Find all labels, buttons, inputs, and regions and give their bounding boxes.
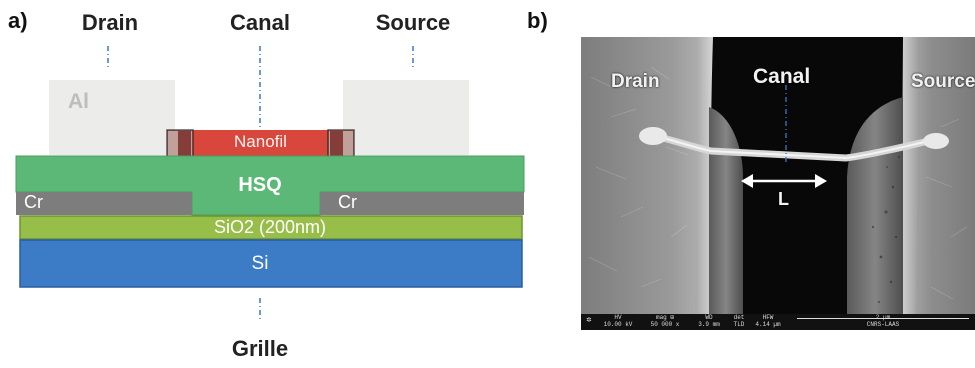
institution-label: CNRS-LAAS (866, 321, 900, 328)
cr-left-layer (16, 192, 192, 215)
det-value: TLD (733, 321, 745, 328)
sem-databar: ✲ HV 10.00 kV mag ⊞ 50 000 x WD 3.9 mm d… (581, 314, 975, 330)
sem-canal-label: Canal (753, 65, 811, 88)
length-arrow-right-head (815, 174, 827, 188)
hv-value: 10.00 kV (603, 321, 633, 328)
mag-label: mag ⊞ (655, 314, 674, 321)
al-source-pad (343, 80, 469, 155)
scale-label: 2 µm (791, 314, 975, 321)
cr-right-layer (320, 192, 524, 215)
drain-contact (709, 107, 743, 330)
nanofil-wire (167, 130, 354, 157)
source-pad (903, 37, 975, 330)
sem-drain-label: Drain (611, 71, 660, 92)
sio2-layer (19, 215, 523, 240)
cr-left-label: Cr (24, 192, 43, 212)
canal-title: Canal (230, 10, 290, 35)
hfw-value: 4.14 µm (755, 321, 781, 328)
sem-image: Drain Canal Source L ✲ HV 10.00 kV mag ⊞… (581, 37, 975, 330)
nanofil-label: Nanofil (234, 132, 287, 151)
source-contact (847, 97, 903, 330)
length-arrow-left-head (741, 174, 753, 188)
nanowire-right-end (923, 133, 949, 149)
fei-logo-icon: ✲ (586, 315, 592, 325)
panel-b-label: b) (527, 8, 548, 33)
hv-label: HV (614, 314, 622, 321)
sem-image-drawing (581, 37, 975, 330)
det-label: det (733, 314, 745, 321)
wd-value: 3.9 mm (698, 321, 720, 328)
sio2-label: SiO2 (200nm) (213, 217, 327, 237)
sem-source-label: Source (911, 71, 975, 92)
si-layer (19, 239, 523, 288)
length-label: L (778, 189, 789, 209)
nanowire-left-end (639, 127, 667, 145)
al-drain-pad (49, 80, 175, 155)
panel-a-label: a) (8, 8, 28, 33)
hfw-label: HFW (762, 314, 774, 321)
drain-pad (581, 37, 711, 330)
source-title: Source (375, 10, 451, 35)
mag-value: 50 000 x (650, 321, 680, 328)
si-label: Si (251, 253, 269, 274)
scale-bar (797, 318, 969, 319)
al-label: Al (68, 90, 89, 113)
cross-section-diagram (15, 46, 525, 322)
grille-title: Grille (231, 336, 289, 361)
drain-title: Drain (81, 10, 139, 35)
wd-label: WD (705, 314, 713, 321)
hsq-label: HSQ (238, 174, 282, 196)
cr-right-label: Cr (338, 192, 357, 212)
